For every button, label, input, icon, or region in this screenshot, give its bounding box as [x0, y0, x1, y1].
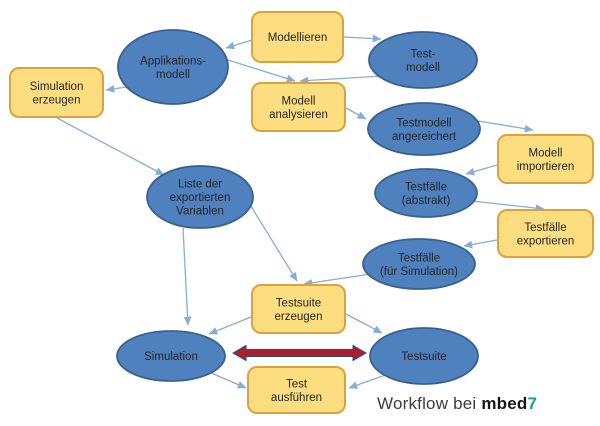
- edge-testsuite-to-test-ausfuehren: [348, 373, 389, 389]
- caption-prefix: Workflow bei: [377, 394, 482, 413]
- testfaelle-abstrakt-shape: [374, 168, 478, 218]
- edge-simulation-to-test-ausfuehren: [208, 371, 247, 389]
- test-modell-label: Test-modell: [406, 48, 440, 74]
- edge-liste-der-exportierten-variablen-to-testsuite-erzeugen: [248, 202, 298, 282]
- node-testsuite: Testsuite: [369, 327, 479, 385]
- applikationsmodell-label: Applikations-modell: [140, 55, 206, 81]
- edge-testfaelle-fuer-simulation-to-testsuite-erzeugen: [303, 273, 372, 287]
- edge-modellieren-to-applikationsmodell: [225, 39, 253, 50]
- edge-testsuite-erzeugen-to-simulation: [208, 316, 252, 335]
- caption-version: 7: [527, 394, 538, 413]
- edge-simulation-erzeugen-to-liste-der-exportierten-variablen: [56, 117, 165, 176]
- modellieren-label: Modellieren: [268, 32, 327, 44]
- node-test-modell: Test-modell: [368, 31, 478, 89]
- testsuite-shape: [369, 327, 479, 385]
- edge-testfaelle-exportieren-to-testfaelle-fuer-simulation: [463, 239, 498, 249]
- testfaelle-exportieren-shape: [497, 209, 594, 258]
- test-modell-shape: [368, 31, 478, 89]
- test-ausfuehren-shape: [247, 366, 346, 414]
- node-applikationsmodell: Applikations-modell: [117, 29, 229, 105]
- modellieren-shape: [251, 11, 344, 63]
- edge-testmodell-angereichert-to-modell-importieren: [477, 120, 534, 133]
- edge-testsuite-erzeugen-to-testsuite: [345, 313, 383, 334]
- caption-brand: mbed: [481, 394, 528, 413]
- applikationsmodell-shape: [117, 29, 229, 105]
- node-testfaelle-fuer-simulation: Testfälle(für Simulation): [362, 238, 476, 290]
- node-simulation: Simulation: [116, 330, 226, 382]
- edge-liste-der-exportierten-variablen-to-simulation: [182, 227, 192, 326]
- edge-modellieren-to-test-modell: [343, 34, 382, 43]
- testmodell-angereichert-shape: [367, 102, 481, 156]
- testfaelle-fuer-simulation-label: Testfälle(für Simulation): [380, 252, 458, 278]
- caption: Workflow bei mbed7: [377, 394, 537, 414]
- node-modellieren: Modellieren: [251, 11, 344, 63]
- edge-modell-analysieren-to-testmodell-angereichert: [345, 107, 367, 120]
- simulation-label: Simulation: [144, 351, 198, 363]
- node-testfaelle-abstrakt: Testfälle(abstrakt): [374, 168, 478, 218]
- testfaelle-abstrakt-label: Testfälle(abstrakt): [402, 181, 451, 207]
- sync-arrow-simulation-testsuite: [231, 344, 368, 362]
- simulation-shape: [116, 330, 226, 382]
- testfaelle-fuer-simulation-shape: [362, 238, 476, 290]
- edge-testfaelle-abstrakt-to-testfaelle-exportieren: [471, 200, 545, 212]
- modell-analysieren-shape: [251, 82, 346, 132]
- testsuite-label: Testsuite: [401, 351, 446, 363]
- testsuite-erzeugen-shape: [251, 284, 346, 334]
- simulation-erzeugen-shape: [9, 67, 104, 118]
- liste-der-exportierten-variablen-shape: [146, 165, 254, 229]
- edge-applikationsmodell-to-modell-analysieren: [227, 59, 296, 83]
- edge-test-modell-to-modell-analysieren: [299, 75, 383, 85]
- edge-modell-importieren-to-testfaelle-abstrakt: [465, 164, 498, 176]
- modell-importieren-shape: [497, 134, 594, 184]
